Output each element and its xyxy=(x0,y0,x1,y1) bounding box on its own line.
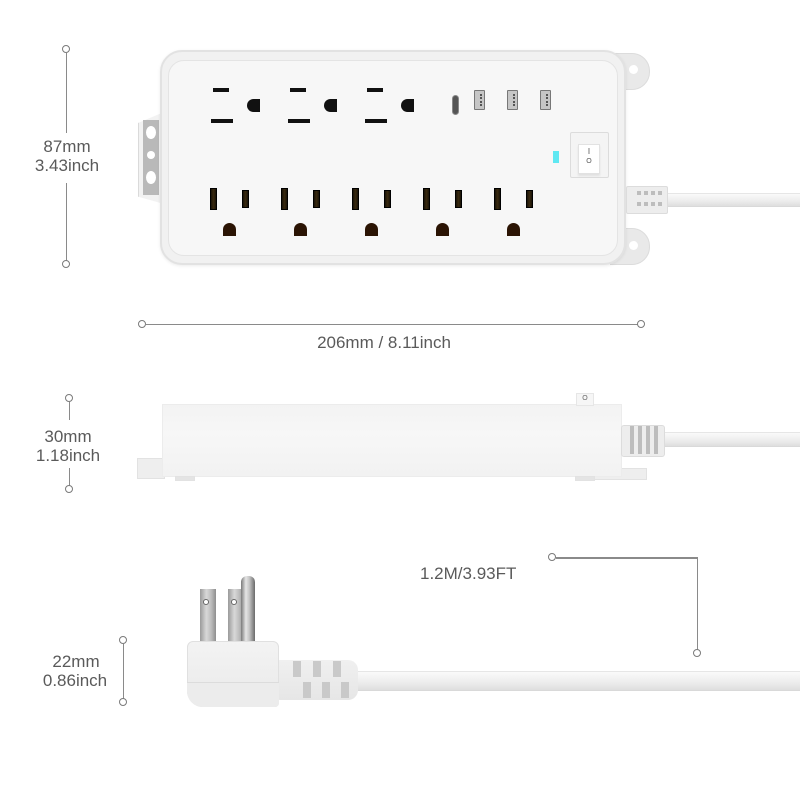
cord-length-label: 1.2M/3.93FT xyxy=(420,564,517,583)
strain-relief-rib xyxy=(644,191,648,195)
strain-relief-rib xyxy=(646,426,650,454)
strain-relief-rib xyxy=(630,426,634,454)
left-mount-foot xyxy=(137,458,165,479)
mount-hole xyxy=(629,65,638,74)
rubber-foot xyxy=(575,476,595,481)
dimension-endpoint-top xyxy=(62,45,70,53)
usb-c-port[interactable] xyxy=(452,95,459,115)
dimension-line xyxy=(696,557,698,650)
outlet-slot xyxy=(290,88,306,92)
dimension-line xyxy=(146,323,638,325)
strain-relief-rib xyxy=(637,202,641,206)
outlet-slot xyxy=(494,188,501,210)
dimension-endpoint-left xyxy=(138,320,146,328)
dimension-line xyxy=(556,557,698,559)
dimension-line xyxy=(65,183,67,261)
dimension-line xyxy=(65,53,67,133)
ground-hole xyxy=(294,223,307,236)
plug-prong-neutral xyxy=(200,589,216,642)
plug-rib xyxy=(303,682,311,698)
mount-hole xyxy=(629,241,638,250)
dimension-endpoint-top xyxy=(119,636,127,644)
plug-base-band xyxy=(187,682,279,707)
switch-off-symbol: O xyxy=(586,158,592,165)
prong-hole xyxy=(203,599,209,605)
outlet-slot xyxy=(210,188,217,210)
power-switch[interactable]: I O xyxy=(578,144,600,174)
power-cord xyxy=(350,671,800,691)
ground-hole xyxy=(436,223,449,236)
mount-hole xyxy=(146,126,156,139)
plug-rib xyxy=(322,682,330,698)
strain-relief-rib xyxy=(658,191,662,195)
depth-inch-label: 1.18inch xyxy=(35,446,101,465)
dimension-endpoint-right xyxy=(637,320,645,328)
dimension-endpoint-bottom xyxy=(119,698,127,706)
dimension-endpoint-bottom xyxy=(65,485,73,493)
ground-hole xyxy=(365,223,378,236)
dimension-endpoint-bottom xyxy=(62,260,70,268)
strain-relief-rib xyxy=(658,202,662,206)
outlet-slot xyxy=(213,88,229,92)
outlet-slot xyxy=(352,188,359,210)
usb-a-port-3[interactable] xyxy=(540,90,551,110)
outlet-slot xyxy=(288,119,310,123)
dimension-line xyxy=(68,468,70,486)
plug-rib xyxy=(333,661,341,677)
outlet-slot xyxy=(455,190,462,208)
length-label: 206mm / 8.11inch xyxy=(317,333,451,352)
prong-hole xyxy=(231,599,237,605)
plug-inch-label: 0.86inch xyxy=(42,671,108,690)
switch-on-symbol: I xyxy=(587,147,591,156)
plug-rib xyxy=(313,661,321,677)
rubber-foot xyxy=(175,476,195,481)
plug-mm-label: 22mm xyxy=(52,652,100,671)
strain-relief-rib xyxy=(651,202,655,206)
height-mm-label: 87mm xyxy=(43,137,91,156)
height-inch-label: 3.43inch xyxy=(34,156,100,175)
mount-hole xyxy=(146,171,156,184)
switch-profile: O xyxy=(576,393,594,406)
strain-relief-rib xyxy=(638,426,642,454)
strain-relief-rib xyxy=(644,202,648,206)
outlet-slot xyxy=(313,190,320,208)
usb-a-port-2[interactable] xyxy=(507,90,518,110)
usb-a-port-1[interactable] xyxy=(474,90,485,110)
dimension-endpoint xyxy=(548,553,556,561)
strain-relief-rib xyxy=(654,426,658,454)
strip-body-side xyxy=(162,404,622,477)
ground-hole xyxy=(247,99,260,112)
outlet-slot xyxy=(281,188,288,210)
dimension-line xyxy=(68,402,70,420)
depth-mm-label: 30mm xyxy=(44,427,92,446)
dimension-line xyxy=(122,644,124,699)
ground-hole xyxy=(324,99,337,112)
strain-relief-rib xyxy=(651,191,655,195)
dimension-endpoint xyxy=(693,649,701,657)
outlet-slot xyxy=(526,190,533,208)
outlet-slot xyxy=(423,188,430,210)
strain-relief-rib xyxy=(637,191,641,195)
plug-ground-pin xyxy=(241,576,255,642)
power-cord xyxy=(660,432,800,447)
ground-hole xyxy=(507,223,520,236)
dimension-endpoint-top xyxy=(65,394,73,402)
cord-strain-relief xyxy=(621,425,665,457)
outlet-slot xyxy=(384,190,391,208)
plug-rib xyxy=(341,682,349,698)
mount-hole xyxy=(147,151,155,159)
ground-hole xyxy=(401,99,414,112)
plug-rib xyxy=(293,661,301,677)
outlet-slot xyxy=(242,190,249,208)
outlet-slot xyxy=(365,119,387,123)
outlet-slot xyxy=(211,119,233,123)
power-indicator-led xyxy=(553,151,559,163)
ground-hole xyxy=(223,223,236,236)
power-cord xyxy=(660,193,800,207)
outlet-slot xyxy=(367,88,383,92)
cord-strain-relief xyxy=(626,186,668,214)
